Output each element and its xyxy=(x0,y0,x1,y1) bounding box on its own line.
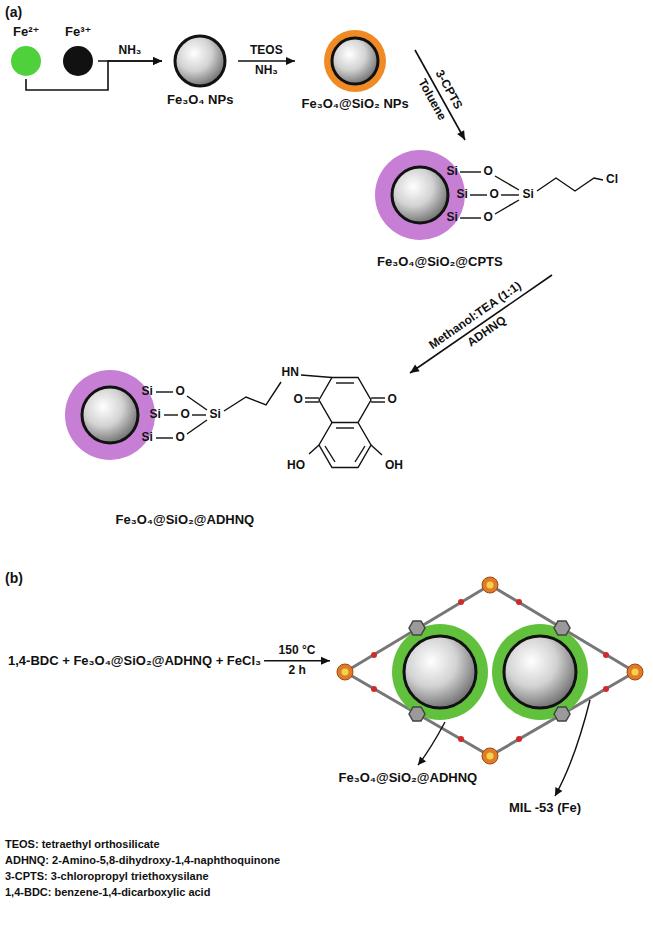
compound-label: MIL -53 (Fe) xyxy=(509,800,581,816)
mil-53-composite xyxy=(337,577,643,796)
arrow-head xyxy=(321,657,330,665)
atom-label: O xyxy=(294,393,303,407)
atom-label: O xyxy=(490,188,499,202)
atom-label: O xyxy=(176,431,185,445)
atom-label: HO xyxy=(287,459,305,473)
reaction-arrow xyxy=(98,60,162,62)
iron-ions xyxy=(11,46,93,76)
panel-letter: (a) xyxy=(5,4,22,20)
arrow-head xyxy=(286,57,295,65)
reagent-label: 2 h xyxy=(289,664,306,678)
arrow-head xyxy=(410,365,420,373)
atom-label: Si xyxy=(523,188,534,202)
compound-label: Fe³⁺ xyxy=(65,24,91,40)
atom-label: Si xyxy=(447,211,458,225)
atom-label: O xyxy=(484,211,493,225)
compound-label: Fe²⁺ xyxy=(13,24,39,40)
compound-node: Fe₃O₄@SiO₂@ADHNQ xyxy=(60,345,410,535)
reaction-arrow xyxy=(415,50,465,140)
compound-node: Fe₃O₄@SiO₂@ADHNQ MIL -53 (Fe) xyxy=(330,575,635,820)
compound-node: Fe₃O₄@SiO₂@CPTS xyxy=(368,140,636,275)
compound-label: 1,4-BDC + Fe₃O₄@SiO₂@ADHNQ + FeCl₃ xyxy=(8,653,261,669)
adhnq-particle xyxy=(65,370,385,468)
atom-label: OH xyxy=(385,459,403,473)
atom-label: Si xyxy=(142,431,153,445)
reaction-arrow xyxy=(264,660,330,662)
arrow-head xyxy=(153,57,162,65)
reaction-arrow xyxy=(410,275,552,373)
atom-label: Si xyxy=(150,408,161,422)
compound-node: Fe₃O₄@SiO₂ NPs xyxy=(295,28,415,114)
compound-label: Fe₃O₄@SiO₂@ADHNQ xyxy=(339,770,478,786)
arrow-head xyxy=(153,57,162,65)
reagent-label: TEOS xyxy=(250,44,283,58)
compound-label: Fe₃O₄@SiO₂@ADHNQ xyxy=(116,512,255,528)
atom-label: O xyxy=(181,408,190,422)
reagent-label: 150 °C xyxy=(279,644,316,658)
abbreviation-note: 1,4-BDC: benzene-1,4-dicarboxylic acid xyxy=(5,886,210,899)
compound-label: Fe₃O₄@SiO₂ NPs xyxy=(302,96,409,112)
atom-label: Si xyxy=(457,188,468,202)
atom-label: HN xyxy=(282,366,299,380)
silica-coated-core xyxy=(324,30,386,92)
abbreviation-note: TEOS: tetraethyl orthosilicate xyxy=(5,838,160,851)
compound-label: Fe₃O₄@SiO₂@CPTS xyxy=(377,254,503,270)
compound-node: Fe²⁺ xyxy=(7,22,47,79)
panel-letter: (b) xyxy=(5,570,23,586)
reagent-label: NH₃ xyxy=(255,64,278,78)
reagent-label: NH₃ xyxy=(119,44,142,58)
reactant-group: 1,4-BDC + Fe₃O₄@SiO₂@ADHNQ + FeCl₃ xyxy=(5,651,264,671)
atom-label: Cl xyxy=(606,173,618,187)
compound-node: Fe³⁺ xyxy=(58,22,98,79)
atom-label: Si xyxy=(447,165,458,179)
atom-label: O xyxy=(484,165,493,179)
atom-label: O xyxy=(388,393,397,407)
atom-label: O xyxy=(176,385,185,399)
magnetite-core xyxy=(175,36,225,86)
abbreviation-note: ADHNQ: 2-Amino-5,8-dihydroxy-1,4-naphtho… xyxy=(5,854,280,867)
cpts-particle xyxy=(375,150,603,240)
atom-label: Si xyxy=(142,385,153,399)
abbreviation-note: 3-CPTS: 3-chloropropyl triethoxysilane xyxy=(5,870,209,883)
arrow-head xyxy=(457,130,465,140)
compound-label: Fe₃O₄ NPs xyxy=(167,92,233,108)
compound-node: Fe₃O₄ NPs xyxy=(162,33,238,111)
reaction-arrow xyxy=(26,61,162,90)
atom-label: Si xyxy=(210,408,221,422)
